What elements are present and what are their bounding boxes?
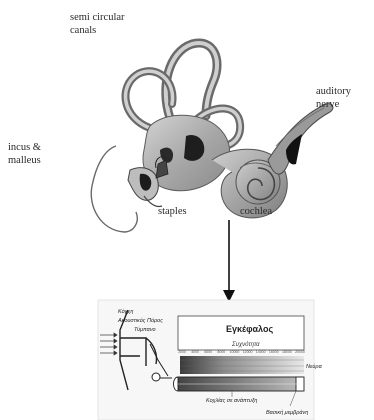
- label-auditory-line1: auditory: [316, 86, 352, 97]
- label-cochlea-unrolled: Κοχλίας σε ανάπτυξη: [206, 398, 257, 404]
- frequency-tick-label: 6000: [204, 350, 212, 354]
- label-semicircular-line1: semi circular: [70, 12, 125, 23]
- frequency-tick-label: 12000: [243, 350, 253, 354]
- label-incus-line2: malleus: [8, 155, 41, 166]
- frequency-tick-label: 4000: [191, 350, 199, 354]
- cochlea-schematic: Εγκέφαλος Συχνότητα 2000 4000 6000 8000 1000…: [98, 300, 323, 420]
- label-auditory-line2: nerve: [316, 99, 340, 110]
- frequency-tick-label: 10000: [230, 350, 240, 354]
- frequency-tick-label: 18000: [282, 350, 292, 354]
- down-arrow-icon: [223, 220, 235, 302]
- frequency-tick-label: 2000: [178, 350, 186, 354]
- label-staples: staples: [158, 206, 187, 217]
- label-eardrum: Τύμπανο: [134, 326, 156, 333]
- frequency-tick-label: 8000: [217, 350, 225, 354]
- auditory-nerve: [268, 104, 333, 174]
- label-frequency: Συχνότητα: [231, 341, 260, 348]
- label-brain: Εγκέφαλος: [226, 324, 273, 334]
- label-semicircular-line2: canals: [70, 25, 96, 36]
- label-cochlea: cochlea: [240, 206, 272, 217]
- label-neurons: Νεύρα: [306, 363, 323, 370]
- inner-ear-illustration: semi circular canals auditory nerve incu…: [8, 12, 352, 232]
- label-incus-line1: incus &: [8, 142, 41, 153]
- label-pinna: Κόγχη: [118, 308, 133, 315]
- unrolled-cochlea-tube: [174, 377, 305, 391]
- frequency-tick-label: 16000: [269, 350, 279, 354]
- label-basilar: Βασική μεμβράνη: [266, 409, 308, 416]
- neuron-field: [180, 356, 304, 374]
- frequency-tick-label: 14000: [256, 350, 266, 354]
- frequency-tick-label: 20000: [295, 350, 305, 354]
- label-ear-canal: Ακουστικός Πόρος: [117, 317, 163, 324]
